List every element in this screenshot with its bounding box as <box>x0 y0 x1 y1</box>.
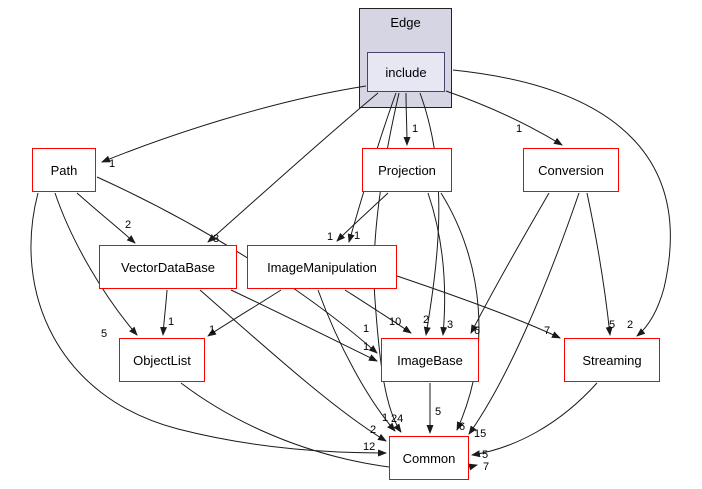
edge-label-projection-to-imagebase: 3 <box>447 319 453 331</box>
node-imagebase-label: ImageBase <box>397 352 463 368</box>
edge-path-to-common <box>30 192 387 457</box>
edge-streaming-to-common <box>471 382 598 458</box>
edge-label-include-to-streaming: 2 <box>627 319 633 331</box>
node-include[interactable]: include <box>367 52 445 92</box>
edge-label-objectlist-to-common: 7 <box>483 461 489 473</box>
edge-label-projection-to-imagemanipulation: 1 <box>327 231 333 243</box>
edge-label-include-to-imagebase: 2 <box>423 314 429 326</box>
edge-vectordatabase-to-imagebase <box>230 289 378 362</box>
node-streaming-label: Streaming <box>582 352 642 368</box>
edge-conversion-to-imagebase <box>470 192 550 334</box>
edge-imagemanipulation-to-objectlist <box>207 289 282 337</box>
edge-label-include-to-conversion: 1 <box>516 123 522 135</box>
edge-label-include-to-vectordatabase: 3 <box>213 233 219 245</box>
edge-label-imagemanipulation-to-common: 1 <box>382 412 388 424</box>
edge-label-imagebase-to-common: 5 <box>435 406 441 418</box>
node-imagemanipulation-label: ImageManipulation <box>267 259 377 275</box>
edge-label-vectordatabase-to-common: 2 <box>370 424 376 436</box>
edge-label-path-to-vectordatabase: 2 <box>125 219 131 231</box>
edge-include-to-streaming <box>452 69 671 337</box>
edge-vectordatabase-to-common <box>199 289 387 442</box>
node-conversion-label: Conversion <box>538 162 604 178</box>
node-projection-label: Projection <box>378 162 436 178</box>
edge-label-vectordatabase-to-imagebase: 1 <box>363 341 369 353</box>
node-objectlist[interactable]: ObjectList <box>119 338 205 382</box>
edge-label-path-to-objectlist: 5 <box>101 328 107 340</box>
node-include-label: include <box>385 64 427 80</box>
edge-projection-to-common <box>440 192 480 431</box>
edge-include-to-vectordatabase <box>207 92 379 243</box>
edge-include-to-imagebase <box>419 92 440 336</box>
node-streaming[interactable]: Streaming <box>564 338 660 382</box>
edge-label-imagemanipulation-to-streaming: 7 <box>544 325 550 337</box>
edge-conversion-to-streaming <box>586 192 613 336</box>
edge-projection-to-imagemanipulation <box>336 192 389 242</box>
node-vectordatabase-label: VectorDataBase <box>121 259 215 275</box>
node-imagebase[interactable]: ImageBase <box>381 338 479 382</box>
edge-projection-to-imagebase <box>427 192 448 336</box>
edge-imagemanipulation-to-streaming <box>396 275 561 339</box>
edge-label-include-to-imagemanipulation: 1 <box>354 230 360 242</box>
node-common[interactable]: Common <box>389 436 469 480</box>
edge-label-vectordatabase-to-objectlist: 1 <box>168 316 174 328</box>
node-conversion[interactable]: Conversion <box>523 148 619 192</box>
node-objectlist-label: ObjectList <box>133 352 191 368</box>
node-imagemanipulation[interactable]: ImageManipulation <box>247 245 397 289</box>
edge-label-conversion-to-imagebase: 6 <box>474 325 480 337</box>
edge-label-conversion-to-common: 15 <box>474 428 486 440</box>
edge-label-conversion-to-streaming: 5 <box>609 319 615 331</box>
node-projection[interactable]: Projection <box>362 148 452 192</box>
edge-label-imagemanipulation-to-imagebase: 10 <box>389 316 401 328</box>
node-path-label: Path <box>50 162 78 178</box>
edge-label-imagemanipulation-to-objectlist: 1 <box>209 324 215 336</box>
edge-path-to-vectordatabase <box>76 192 136 244</box>
edge-vectordatabase-to-objectlist <box>160 289 168 336</box>
node-common-label: Common <box>402 450 456 466</box>
edge-conversion-to-common <box>468 192 580 435</box>
edge-imagemanipulation-to-imagebase <box>344 289 412 334</box>
node-vectordatabase[interactable]: VectorDataBase <box>99 245 237 289</box>
edge-label-path-to-imagebase: 1 <box>363 323 369 335</box>
edge-label-include-to-path: 1 <box>109 158 115 170</box>
edge-label-include-to-common: 24 <box>391 413 403 425</box>
edge-include-to-conversion <box>445 90 563 146</box>
edge-label-projection-to-common: 6 <box>459 421 465 433</box>
edge-include-to-path <box>101 85 367 163</box>
cluster-edge-label: Edge <box>390 15 421 30</box>
edge-label-include-to-projection: 1 <box>412 123 418 135</box>
node-path[interactable]: Path <box>32 148 96 192</box>
edge-label-streaming-to-common: 5 <box>482 449 488 461</box>
edge-label-path-to-common: 12 <box>363 441 375 453</box>
